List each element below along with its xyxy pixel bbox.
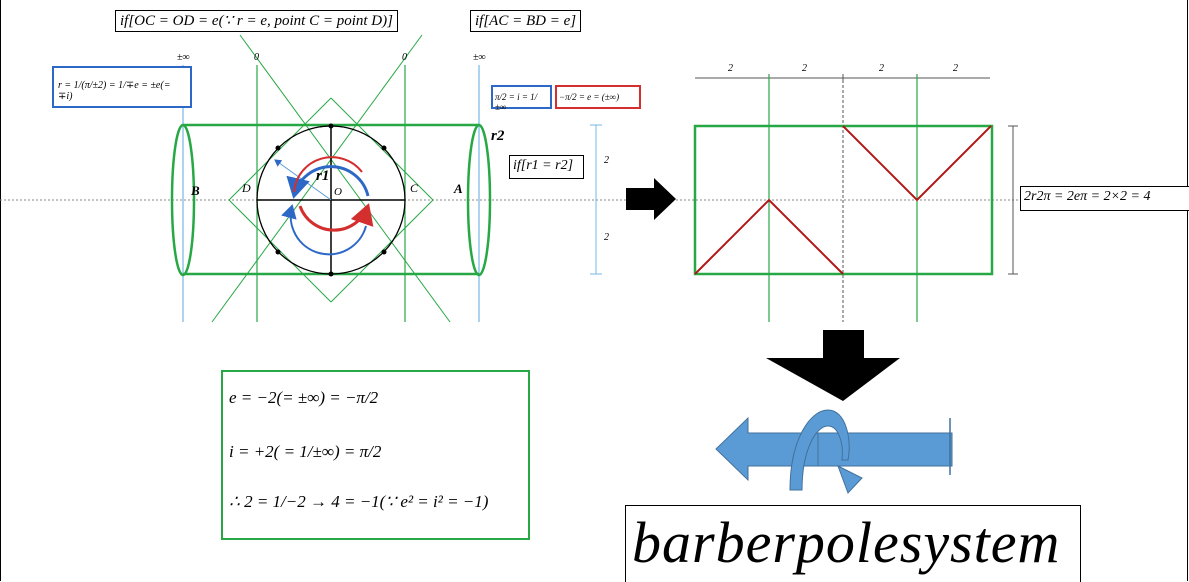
perimeter-formula-box: 2r2π = 2eπ = 2×2 = 4 <box>1020 186 1189 211</box>
pi-e-formula-box: −π/2 = e = (±∞) <box>555 85 641 109</box>
dim-upper: 2 <box>604 155 609 166</box>
point-o: O <box>334 186 342 198</box>
axis-label-d: 0 <box>254 52 259 63</box>
cylinder-right-end <box>466 123 492 277</box>
if-r-formula-box: if[r1 = r2] <box>509 155 584 179</box>
condition-formula-1: if[OC = OD = e(∵ r = e, point C = point … <box>115 10 398 32</box>
barber-pole-label: barberpolesystem <box>625 505 1081 582</box>
rotation-arrow-blue-bottom <box>281 204 367 256</box>
top-dim-1: 2 <box>728 63 733 74</box>
rotation-arrow-red-top <box>293 156 363 193</box>
equation-line-1: e = −2(= ±∞) = −π/2 <box>229 388 379 407</box>
pi-i-formula-box: π/2 = i = 1/±∞ <box>491 85 552 112</box>
zigzag-upper <box>842 125 992 202</box>
point-b: B <box>191 183 200 198</box>
rotation-arrow-red-bottom <box>298 203 374 232</box>
cylinder-left-end <box>170 123 196 277</box>
axis-label-b: ±∞ <box>177 52 190 63</box>
down-arrow <box>766 330 900 401</box>
r1-label: r1 <box>316 168 330 184</box>
top-dim-3: 2 <box>879 63 884 74</box>
condition-formula-2: if[AC = BD = e] <box>470 10 582 32</box>
barber-twist <box>789 409 850 491</box>
top-dim-2: 2 <box>802 63 807 74</box>
axis-label-a: ±∞ <box>473 52 486 63</box>
point-d: D <box>242 181 251 195</box>
dim-lower: 2 <box>604 232 609 243</box>
circle-points <box>275 123 387 277</box>
point-a: A <box>454 181 463 196</box>
transform-arrow <box>626 178 676 220</box>
top-dim-4: 2 <box>953 63 958 74</box>
rotation-arrow-blue-top <box>286 165 370 199</box>
equation-line-3: ∴ 2 = 1/−2 → 4 = −1(∵ e² = i² = −1) <box>229 492 489 511</box>
point-c: C <box>410 181 419 195</box>
r-formula-box: r = 1/(π/±2) = 1/∓e = ±e(= ∓i) <box>52 66 192 108</box>
r2-label: r2 <box>491 128 505 144</box>
equation-line-2: i = +2( = 1/±∞) = π/2 <box>229 442 382 461</box>
axis-label-c: 0 <box>402 52 407 63</box>
zigzag-lower <box>694 198 844 275</box>
equation-box: e = −2(= ±∞) = −π/2 i = +2( = 1/±∞) = π/… <box>221 370 530 540</box>
barber-shaft <box>817 432 953 467</box>
